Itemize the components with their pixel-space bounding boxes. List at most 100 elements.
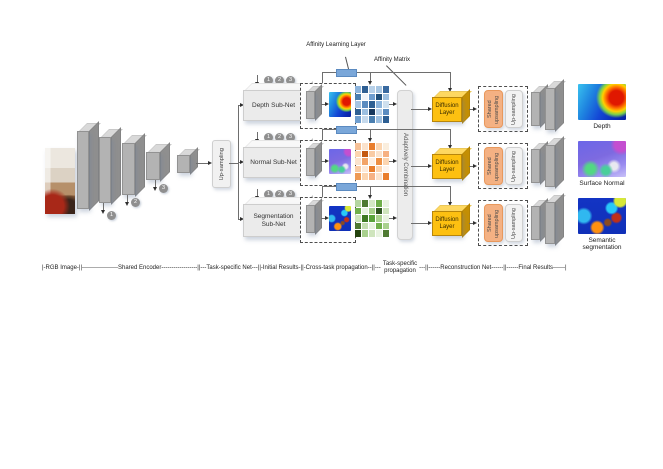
affinity-matrix-cell [362, 165, 368, 173]
affinity-matrix-cell [355, 173, 361, 180]
caption-left: |-RGB Image-||------------------Shared E… [42, 264, 381, 271]
affinity-matrix-cell [383, 116, 389, 123]
connector-line [411, 166, 428, 167]
arrowhead [208, 161, 212, 165]
affinity-matrix-cell [355, 200, 361, 207]
connector-line [257, 132, 258, 139]
affinity-matrix-cell [376, 230, 382, 237]
affinity-matrix-cell [376, 143, 382, 150]
affinity-matrix-cell [355, 108, 361, 116]
subnet-label: Normal Sub-Net [250, 158, 297, 166]
affinity-learning-layer-label: Affinity Learning Layer [306, 42, 366, 48]
skip-badge-1: 1 [107, 211, 116, 220]
caption-stacked-line2: propagation [384, 267, 416, 274]
affinity-matrix-cell [362, 108, 368, 116]
reconstruction-block [531, 141, 550, 185]
arrowhead [325, 216, 329, 220]
encoder-block-4 [146, 142, 172, 182]
affinity-matrix-cell [355, 215, 361, 222]
affinity-matrix-cell [362, 143, 368, 150]
encoder-upsampling-box: Up-sampling [212, 140, 231, 188]
caption-right: ---||------Reconstruction Net------||---… [419, 264, 567, 271]
affinity-matrix-cell [369, 165, 375, 173]
diffusion-layer-label: Diffusion Layer [435, 216, 459, 230]
affinity-matrix-cell [376, 150, 382, 158]
upsampling-label: Up-sampling [510, 93, 517, 125]
affinity-matrix-cell [362, 207, 368, 215]
task-row-depth: 1 2 3 Depth Sub-Net Diffusion Layer Shar… [0, 69, 663, 132]
affinity-matrix-cell [383, 200, 389, 207]
affinity-matrix-cell [362, 158, 368, 165]
affinity-matrix-cell [369, 200, 375, 207]
affinity-matrix-cell [376, 101, 382, 108]
affinity-matrix-cell [383, 230, 389, 237]
connector-line [321, 104, 325, 105]
affinity-matrix-cell [383, 143, 389, 150]
skip-badge: 2 [275, 190, 284, 199]
arrowhead [448, 88, 452, 92]
diffusion-layer-box: Diffusion Layer [432, 203, 472, 238]
feature-slab [306, 198, 324, 235]
affinity-matrix-cell [362, 116, 368, 123]
arrowhead [325, 159, 329, 163]
shared-upsampling-pill: Shared upsampling [484, 147, 503, 185]
affinity-matrix-cell [383, 173, 389, 180]
reconstruction-block [531, 198, 550, 242]
connector-line [370, 130, 371, 138]
encoder-block-2 [99, 127, 123, 205]
shared-upsampling-label: Shared upsampling [486, 208, 500, 238]
affinity-matrix-cell [376, 222, 382, 230]
connector-line [469, 166, 473, 167]
connector-line [370, 73, 371, 81]
connector-line [238, 162, 240, 163]
affinity-matrix-cell [355, 222, 361, 230]
connector-line [322, 186, 451, 187]
segmentation-subnet-box: Segmentation Sub-Net [243, 195, 315, 239]
connector-line [321, 161, 325, 162]
diffusion-layer-label: Diffusion Layer [435, 159, 459, 173]
affinity-matrix-cell [383, 101, 389, 108]
affinity-matrix-cell [369, 207, 375, 215]
affinity-matrix-depth [355, 86, 389, 123]
subnet-label: Depth Sub-Net [252, 101, 295, 109]
initial-depth-image [329, 92, 351, 117]
diffusion-layer-label: Diffusion Layer [435, 102, 459, 116]
affinity-matrix-cell [355, 230, 361, 237]
affinity-matrix-cell [355, 93, 361, 101]
result-label: Surface Normal [579, 180, 625, 187]
affinity-matrix-cell [355, 207, 361, 215]
connector-line [322, 72, 451, 73]
task-row-normal: 1 2 3 Normal Sub-Net Diffusion Layer Sha… [0, 126, 663, 189]
result-label: Semantic segmentation [582, 237, 622, 252]
affinity-matrix-cell [376, 86, 382, 93]
affinity-matrix-cell [355, 143, 361, 150]
connector-line [370, 187, 371, 195]
final-normal-image [578, 141, 626, 177]
reconstruction-block [545, 79, 566, 132]
affinity-matrix-cell [376, 116, 382, 123]
caption-stacked: Task-specific propagation [383, 261, 417, 274]
affinity-matrix-cell [369, 173, 375, 180]
arrowhead [240, 160, 244, 164]
upsampling-pill: Up-sampling [505, 204, 523, 242]
normal-subnet-box: Normal Sub-Net [243, 138, 315, 180]
affinity-matrix-cell [362, 93, 368, 101]
connector-line [450, 187, 451, 202]
affinity-matrix-cell [355, 150, 361, 158]
affinity-matrix-cell [369, 150, 375, 158]
connector-line [257, 189, 258, 196]
skip-badge: 3 [286, 190, 295, 199]
connector-line [411, 223, 428, 224]
task-row-segmentation: 1 2 3 Segmentation Sub-Net Diffusion Lay… [0, 183, 663, 251]
skip-badge-3: 3 [159, 184, 168, 193]
affinity-matrix-segmentation [355, 200, 389, 237]
diffusion-layer-box: Diffusion Layer [432, 146, 472, 181]
affinity-matrix-cell [376, 207, 382, 215]
affinity-matrix-cell [376, 173, 382, 180]
affinity-matrix-cell [383, 150, 389, 158]
subnet-label: Segmentation Sub-Net [253, 213, 294, 228]
upsampling-pill: Up-sampling [505, 90, 523, 128]
connector-line [389, 104, 393, 105]
arrowhead [428, 221, 432, 225]
affinity-matrix-cell [362, 150, 368, 158]
